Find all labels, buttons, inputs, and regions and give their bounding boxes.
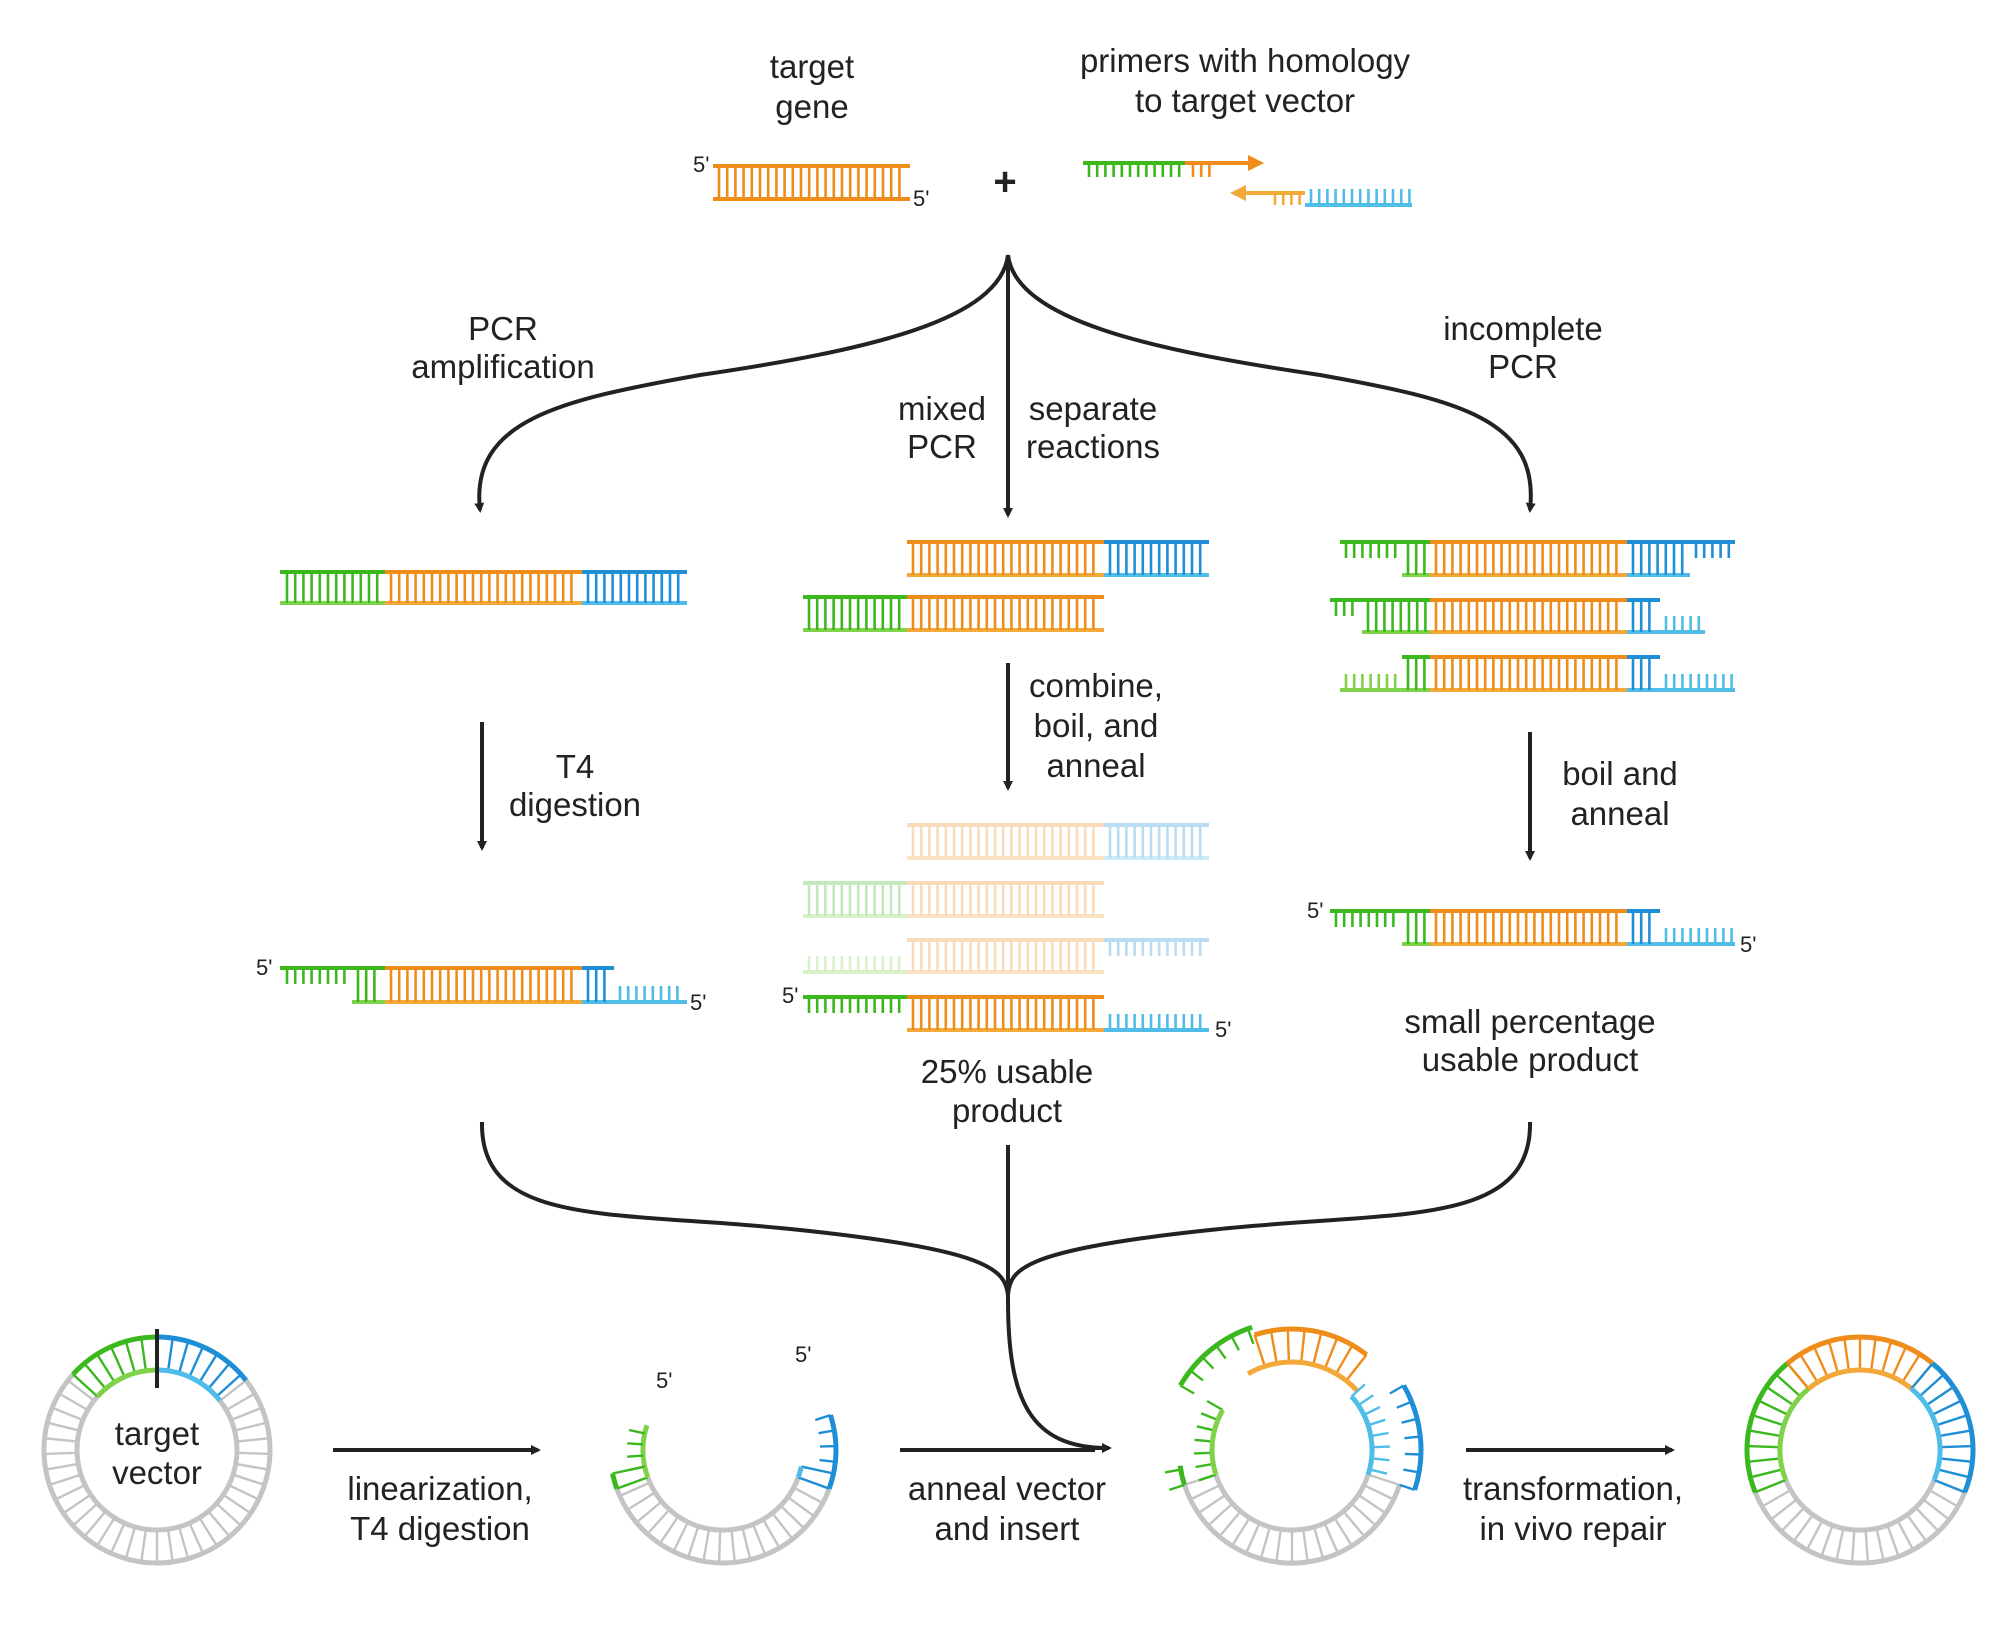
five-prime-label: 5'	[256, 955, 272, 980]
combine-label-line3: anneal	[1046, 747, 1145, 784]
reverse-primer	[1230, 185, 1412, 207]
faded-duplex-2	[803, 881, 1104, 918]
plasmid-diagrams	[41, 1324, 1976, 1566]
small-percentage-label-line1: small percentage	[1404, 1003, 1655, 1040]
five-prime-label: 5'	[913, 186, 929, 211]
boil-anneal-label-line1: boil and	[1562, 755, 1678, 792]
pcr-amplification-label-line1: PCR	[468, 310, 538, 347]
annealed-vector-insert	[1164, 1324, 1424, 1566]
incomplete-pcr-product-2	[1330, 598, 1705, 634]
faded-duplex-3	[803, 938, 1209, 974]
usable-annealed-product	[803, 995, 1209, 1032]
combine-label-line1: combine,	[1029, 667, 1163, 704]
pcr-amplification-label-line2: amplification	[411, 348, 594, 385]
target-gene-dsdna	[713, 164, 910, 201]
merge-arrows	[479, 1121, 1533, 1453]
t4-digested-insert	[280, 966, 687, 1004]
target-vector-label-line1: target	[115, 1415, 199, 1452]
repaired-plasmid	[1744, 1334, 1976, 1566]
five-prime-label: 5'	[656, 1368, 672, 1393]
annealed-usable-product-right	[1330, 909, 1735, 946]
separate-pcr-product-1	[907, 540, 1209, 577]
transformation-label-line2: in vivo repair	[1479, 1510, 1666, 1547]
transformation-label-line1: transformation,	[1463, 1470, 1683, 1507]
separate-reactions-label-line1: separate	[1029, 390, 1157, 427]
five-prime-label: 5'	[690, 990, 706, 1015]
five-prime-label: 5'	[1740, 932, 1756, 957]
five-prime-label: 5'	[782, 983, 798, 1008]
plus-sign: +	[993, 160, 1016, 204]
mixed-pcr-label-line1: mixed	[898, 390, 986, 427]
linearization-label-line1: linearization,	[347, 1470, 532, 1507]
small-percentage-label-line2: usable product	[1422, 1041, 1638, 1078]
pcr-product-dsdna	[280, 570, 687, 605]
target-gene-label-line2: gene	[775, 88, 848, 125]
separate-reactions-label-line2: reactions	[1026, 428, 1160, 465]
separate-pcr-product-2	[803, 595, 1104, 632]
five-prime-label: 5'	[1215, 1017, 1231, 1042]
linearized-vector	[610, 1413, 839, 1566]
anneal-vector-insert-label-line2: and insert	[935, 1510, 1080, 1547]
incomplete-pcr-label-line2: PCR	[1488, 348, 1558, 385]
anneal-vector-insert-label-line1: anneal vector	[908, 1470, 1106, 1507]
target-gene-label-line1: target	[770, 48, 854, 85]
incomplete-pcr-label-line1: incomplete	[1443, 310, 1603, 347]
linearization-label-line2: T4 digestion	[350, 1510, 530, 1547]
usable-25-label-line1: 25% usable	[921, 1053, 1093, 1090]
boil-anneal-label-line2: anneal	[1570, 795, 1669, 832]
target-vector-plasmid	[41, 1329, 273, 1566]
branch-arrows	[474, 254, 1536, 518]
five-prime-label: 5'	[693, 152, 709, 177]
t4-digestion-label-line2: digestion	[509, 786, 641, 823]
incomplete-pcr-product-1	[1340, 540, 1735, 577]
primers-label-line1: primers with homology	[1080, 42, 1411, 79]
incomplete-pcr-product-3	[1340, 655, 1735, 692]
t4-digestion-label-line1: T4	[556, 748, 595, 785]
faded-duplex-1	[907, 823, 1209, 860]
combine-label-line2: boil, and	[1034, 707, 1159, 744]
target-vector-label-line2: vector	[112, 1454, 202, 1491]
usable-25-label-line2: product	[952, 1092, 1062, 1129]
five-prime-label: 5'	[1307, 898, 1323, 923]
five-prime-label: 5'	[795, 1342, 811, 1367]
mixed-pcr-label-line2: PCR	[907, 428, 977, 465]
forward-primer	[1083, 155, 1264, 177]
primers-label-line2: to target vector	[1135, 82, 1355, 119]
